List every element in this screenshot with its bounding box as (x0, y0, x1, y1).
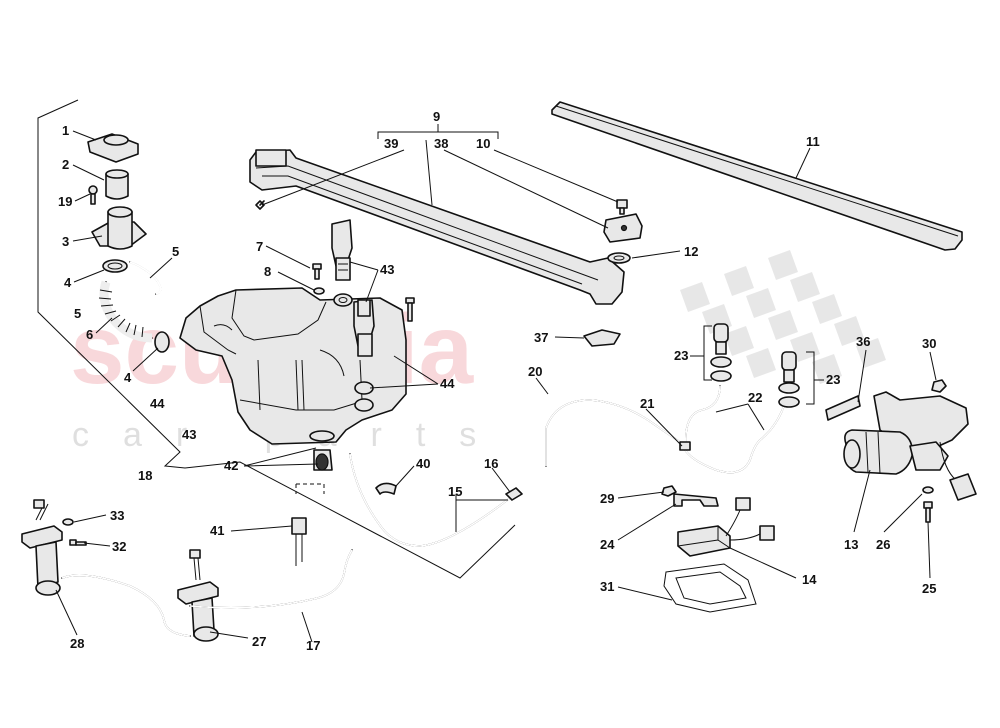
wiper-arm (249, 149, 625, 305)
washer-fluid-tank (179, 287, 407, 445)
callout-36: 36 (856, 334, 870, 349)
screw-39 (255, 200, 265, 210)
nut-10 (616, 199, 628, 215)
jet-bracket-right (806, 351, 815, 405)
washer-8 (313, 287, 325, 295)
callout-26: 26 (876, 537, 890, 552)
hose-clamp-lower (154, 331, 170, 353)
screw-32 (69, 539, 87, 546)
callout-10: 10 (476, 136, 490, 151)
callout-7: 7 (256, 239, 263, 254)
nut-29 (661, 485, 677, 497)
callout-23: 23 (674, 348, 688, 363)
callout-12: 12 (684, 244, 698, 259)
pad-37 (583, 329, 621, 347)
washer-hose-20 (545, 399, 687, 467)
callout-21: 21 (640, 396, 654, 411)
sensor-connector (291, 483, 325, 566)
callout-33: 33 (110, 508, 124, 523)
callout-3: 3 (62, 234, 69, 249)
washer-12 (607, 252, 631, 264)
callout-4: 4 (64, 275, 72, 290)
callout-42: 42 (224, 458, 238, 473)
hose-clamp-upper (102, 259, 128, 273)
pump-grommet-upper (333, 293, 353, 307)
hose-clip (375, 482, 397, 495)
callout-6: 6 (86, 327, 93, 342)
callout-41: 41 (210, 523, 224, 538)
callout-5: 5 (172, 244, 179, 259)
callout-30: 30 (922, 336, 936, 351)
washer-pump-lower (353, 299, 375, 357)
callout-25: 25 (922, 581, 936, 596)
jet-bracket-left (703, 325, 712, 381)
wiper-blade (551, 101, 963, 251)
washer-pump-upper (331, 219, 353, 281)
tank-screw (405, 297, 415, 322)
screw-25 (923, 501, 933, 523)
pump-grommet-lower (354, 381, 374, 412)
nut-30 (931, 379, 947, 393)
callout-43: 43 (182, 427, 196, 442)
callout-1: 1 (62, 123, 69, 138)
callout-37: 37 (534, 330, 548, 345)
washer-jet-right (778, 351, 800, 408)
callout-43: 43 (380, 262, 394, 277)
control-unit (677, 497, 775, 557)
filler-cap (87, 133, 139, 163)
screw-19 (88, 185, 98, 205)
callout-15: 15 (448, 484, 462, 499)
callout-18: 18 (138, 468, 152, 483)
callout-23: 23 (826, 372, 840, 387)
callout-4: 4 (124, 370, 132, 385)
callout-8: 8 (264, 264, 271, 279)
callout-16: 16 (484, 456, 498, 471)
callout-labels: 1 2 19 3 4 5 5 6 4 44 43 18 7 8 43 44 42… (58, 109, 936, 653)
callout-44: 44 (150, 396, 165, 411)
callout-22: 22 (748, 390, 762, 405)
leader-lines (55, 130, 937, 643)
callout-38: 38 (434, 136, 448, 151)
hose-t-junction (679, 385, 787, 474)
level-sensor (309, 430, 335, 471)
group-bracket-9 (377, 124, 499, 139)
callout-11: 11 (806, 134, 820, 149)
filler-filter (105, 169, 129, 200)
headlamp-washer-pump-left (21, 499, 63, 596)
callout-31: 31 (600, 579, 614, 594)
gasket-31 (663, 563, 757, 613)
callout-24: 24 (600, 537, 615, 552)
callout-40: 40 (416, 456, 430, 471)
callout-44: 44 (440, 376, 455, 391)
filler-neck (91, 206, 147, 250)
callout-27: 27 (252, 634, 266, 649)
screw-7 (312, 263, 322, 280)
tank-assembly-boundary (37, 99, 516, 579)
hose-connector-16 (505, 487, 523, 501)
callout-20: 20 (528, 364, 542, 379)
wiper-motor (843, 391, 977, 501)
callout-39: 39 (384, 136, 398, 151)
washer-jet-left (710, 323, 732, 382)
callout-14: 14 (802, 572, 817, 587)
callout-19: 19 (58, 194, 72, 209)
callout-9: 9 (433, 109, 440, 124)
callout-32: 32 (112, 539, 126, 554)
washer-26 (922, 486, 934, 494)
washer-33 (62, 518, 74, 526)
callout-5: 5 (74, 306, 81, 321)
bracket-24 (673, 493, 719, 507)
headlamp-washer-pump-right (177, 549, 219, 642)
plate-36 (825, 395, 861, 421)
callout-17: 17 (306, 638, 320, 653)
checkered-flag-watermark-icon (680, 250, 886, 384)
callout-29: 29 (600, 491, 614, 506)
callout-28: 28 (70, 636, 84, 651)
callout-2: 2 (62, 157, 69, 172)
callout-13: 13 (844, 537, 858, 552)
